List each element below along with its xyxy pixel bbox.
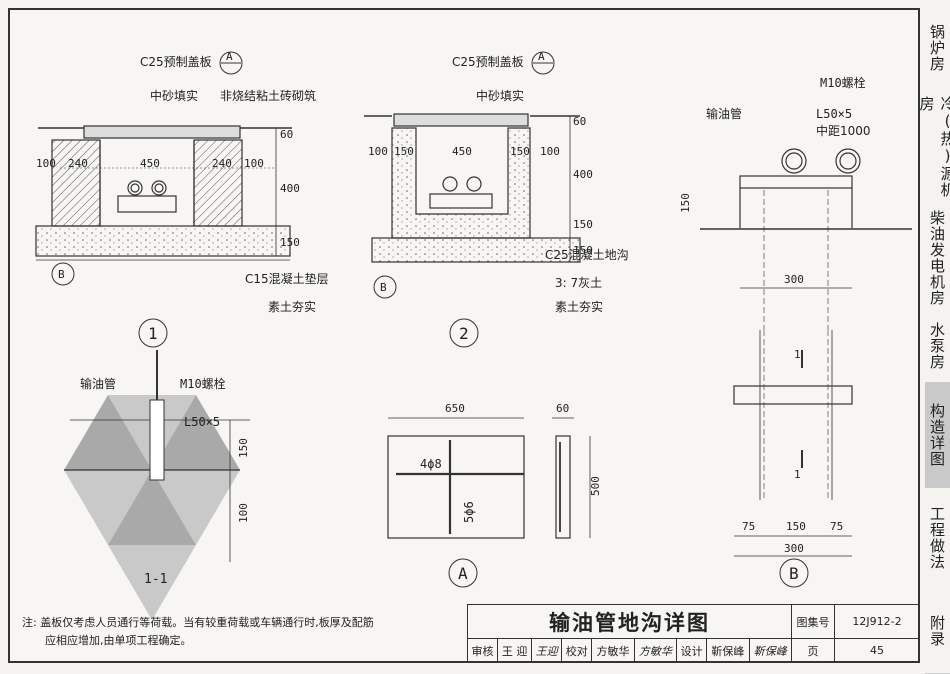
detail1-sand-label: 中砂填实 bbox=[150, 88, 198, 103]
detail1-width-dims: 100 240 450 240 100 bbox=[36, 157, 264, 170]
page-label: 页 bbox=[791, 638, 835, 663]
section11-dim-150: 150 bbox=[237, 438, 250, 458]
review-label: 审核 bbox=[466, 638, 499, 663]
detail-a-thickness: 60 bbox=[556, 402, 569, 415]
detail2-soil-label: 素土夯实 bbox=[555, 299, 603, 314]
detail-b-section-mark-top: 1 bbox=[794, 348, 801, 361]
detail-a bbox=[387, 417, 591, 539]
svg-text:400: 400 bbox=[573, 168, 593, 181]
atlas-label: 图集号 bbox=[791, 604, 835, 639]
drawing-note: 注: 盖板仅考虑人员通行等荷载。当有较重荷载或车辆通行时,板厚及配筋 应相应增加… bbox=[22, 614, 374, 650]
detail-b-spacing-label: 中距1000 bbox=[816, 123, 871, 138]
section-1-1 bbox=[64, 350, 250, 620]
drawing-title: 输油管地沟详图 bbox=[467, 604, 792, 639]
svg-text:240: 240 bbox=[68, 157, 88, 170]
svg-text:100: 100 bbox=[368, 145, 388, 158]
svg-text:150: 150 bbox=[573, 218, 593, 231]
title-block: 输油管地沟详图 图集号 12J912-2 审核 王 迎 王迎 校对 方敏华 方敏… bbox=[466, 604, 920, 663]
svg-text:150: 150 bbox=[280, 236, 300, 249]
review-signature: 王迎 bbox=[531, 638, 563, 663]
section11-dim-100: 100 bbox=[237, 503, 250, 523]
detail-b-plan-total: 300 bbox=[784, 542, 804, 555]
check-name: 方敏华 bbox=[591, 638, 635, 663]
note-line-1: 盖板仅考虑人员通行等荷载。当有较重荷载或车辆通行时,板厚及配筋 bbox=[40, 616, 374, 629]
svg-text:75: 75 bbox=[742, 520, 755, 533]
detail-a-rebar1: 4ϕ8 bbox=[420, 457, 442, 471]
detail-a-rebar2: 5ϕ6 bbox=[462, 501, 476, 523]
page-number: 45 bbox=[834, 638, 920, 663]
side-tab-construction-details[interactable]: 构造详图 bbox=[925, 382, 950, 489]
svg-text:150: 150 bbox=[786, 520, 806, 533]
detail-2 bbox=[364, 113, 581, 263]
detail2-trench-label: C25混凝土地沟 bbox=[545, 247, 629, 262]
detail1-cushion-label: C15混凝土垫层 bbox=[245, 271, 329, 286]
side-tab-boiler-room[interactable]: 锅炉房 bbox=[925, 0, 950, 97]
detail-b-plan-dims: 75 150 75 bbox=[742, 520, 843, 533]
note-line-2: 应相应增加,由单项工程确定。 bbox=[45, 634, 192, 647]
detail-b-label: B bbox=[789, 564, 799, 583]
detail1-ref-b: B bbox=[58, 268, 65, 281]
detail-a-width: 650 bbox=[445, 402, 465, 415]
detail1-brick-label: 非烧结粘土砖砌筑 bbox=[220, 88, 316, 103]
detail1-height-dims: 60 400 150 bbox=[280, 128, 300, 249]
design-label: 设计 bbox=[676, 638, 708, 663]
note-prefix: 注: bbox=[22, 616, 37, 629]
detail-b-angle-label: L50×5 bbox=[816, 107, 852, 121]
detail2-lime-label: 3: 7灰土 bbox=[555, 276, 602, 290]
svg-text:100: 100 bbox=[540, 145, 560, 158]
section11-label: 1-1 bbox=[144, 572, 167, 587]
svg-text:60: 60 bbox=[280, 128, 293, 141]
drawing-sheet: A C25预制盖板 中砂填实 非烧结粘土砖砌筑 100 240 450 240 … bbox=[8, 8, 920, 663]
check-label: 校对 bbox=[561, 638, 593, 663]
svg-text:450: 450 bbox=[140, 157, 160, 170]
svg-text:150: 150 bbox=[510, 145, 530, 158]
svg-text:240: 240 bbox=[212, 157, 232, 170]
drawing-canvas: A C25预制盖板 中砂填实 非烧结粘土砖砌筑 100 240 450 240 … bbox=[35, 50, 912, 620]
detail2-ref-a: A bbox=[538, 50, 545, 63]
detail1-number: 1 bbox=[148, 324, 158, 343]
section11-bolt-label: M10螺栓 bbox=[180, 376, 226, 391]
section11-angle-label: L50×5 bbox=[184, 415, 220, 429]
detail2-sand-label: 中砂填实 bbox=[476, 88, 524, 103]
design-name: 靳保峰 bbox=[706, 638, 750, 663]
section11-pipe-label: 输油管 bbox=[80, 376, 116, 391]
detail-b-pipe-label: 输油管 bbox=[706, 106, 742, 121]
svg-text:450: 450 bbox=[452, 145, 472, 158]
detail1-ref-a: A bbox=[226, 50, 233, 63]
atlas-number: 12J912-2 bbox=[834, 604, 920, 639]
svg-text:100: 100 bbox=[36, 157, 56, 170]
detail2-number: 2 bbox=[459, 324, 469, 343]
detail2-ref-b: B bbox=[380, 281, 387, 294]
detail2-height-dims: 60 400 150 150 bbox=[573, 115, 593, 257]
detail-b-width-dim: 300 bbox=[784, 273, 804, 286]
review-name: 王 迎 bbox=[497, 638, 533, 663]
svg-text:150: 150 bbox=[394, 145, 414, 158]
side-tab-appendix[interactable]: 附录 bbox=[925, 588, 950, 674]
check-signature: 方敏华 bbox=[633, 638, 678, 663]
side-tab-engineering-methods[interactable]: 工程做法 bbox=[925, 488, 950, 589]
design-signature: 靳保峰 bbox=[748, 638, 793, 663]
detail-b-bolt-label: M10螺栓 bbox=[820, 75, 866, 90]
detail1-cover-label: C25预制盖板 bbox=[140, 55, 212, 69]
side-tab-pump-room[interactable]: 水泵房 bbox=[925, 310, 950, 383]
detail-b-section-mark-bottom: 1 bbox=[794, 468, 801, 481]
svg-text:400: 400 bbox=[280, 182, 300, 195]
detail2-cover-label: C25预制盖板 bbox=[452, 55, 524, 69]
detail-b-section bbox=[700, 148, 912, 330]
svg-text:75: 75 bbox=[830, 520, 843, 533]
detail1-soil-label: 素土夯实 bbox=[268, 299, 316, 314]
detail-a-label: A bbox=[458, 564, 468, 583]
detail-b-height-dim: 150 bbox=[679, 193, 692, 213]
svg-text:150: 150 bbox=[573, 244, 593, 257]
detail2-width-dims: 100 150 450 150 100 bbox=[368, 145, 560, 158]
side-tab-cooling-heating-plant[interactable]: 冷(热)源机房 bbox=[918, 96, 950, 207]
detail-1 bbox=[35, 125, 292, 261]
svg-text:100: 100 bbox=[244, 157, 264, 170]
detail-b-plan bbox=[733, 330, 853, 557]
side-tab-diesel-generator-room[interactable]: 柴油发电机房 bbox=[925, 206, 950, 311]
detail-a-height: 500 bbox=[589, 476, 602, 496]
svg-text:60: 60 bbox=[573, 115, 586, 128]
